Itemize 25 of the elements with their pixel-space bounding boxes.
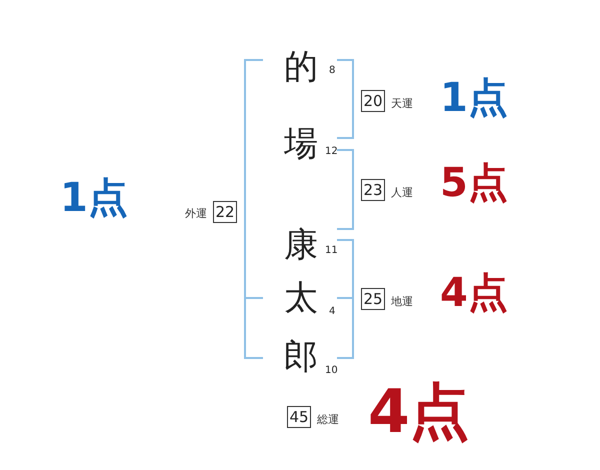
- stroke-count: 8: [329, 66, 336, 76]
- number-box: 23: [361, 179, 385, 201]
- name-character: 康: [284, 228, 318, 262]
- stroke-count: 10: [325, 366, 338, 376]
- number-box: 20: [361, 90, 385, 112]
- number-box: 25: [361, 288, 385, 310]
- fortune-score: 4点: [440, 273, 508, 313]
- number-box: 22: [213, 201, 237, 223]
- stroke-count: 12: [325, 147, 338, 157]
- fortune-score: 5点: [440, 163, 508, 203]
- fortune-name: 人運: [391, 185, 413, 200]
- fortune-score: 1点: [60, 178, 128, 218]
- name-character: 郎: [284, 340, 318, 374]
- fortune-name: 外運: [185, 206, 207, 221]
- fortune-score: 4点: [368, 382, 470, 442]
- fortune-name: 天運: [391, 96, 413, 111]
- fortune-score: 1点: [440, 78, 508, 118]
- stroke-count: 11: [325, 246, 338, 256]
- fortune-name: 総運: [317, 412, 339, 427]
- stroke-count: 4: [329, 307, 336, 317]
- name-character: 的: [284, 50, 318, 84]
- number-box: 45: [287, 406, 311, 428]
- name-character: 太: [284, 281, 318, 315]
- fortune-name: 地運: [391, 294, 413, 309]
- name-character: 場: [284, 127, 318, 161]
